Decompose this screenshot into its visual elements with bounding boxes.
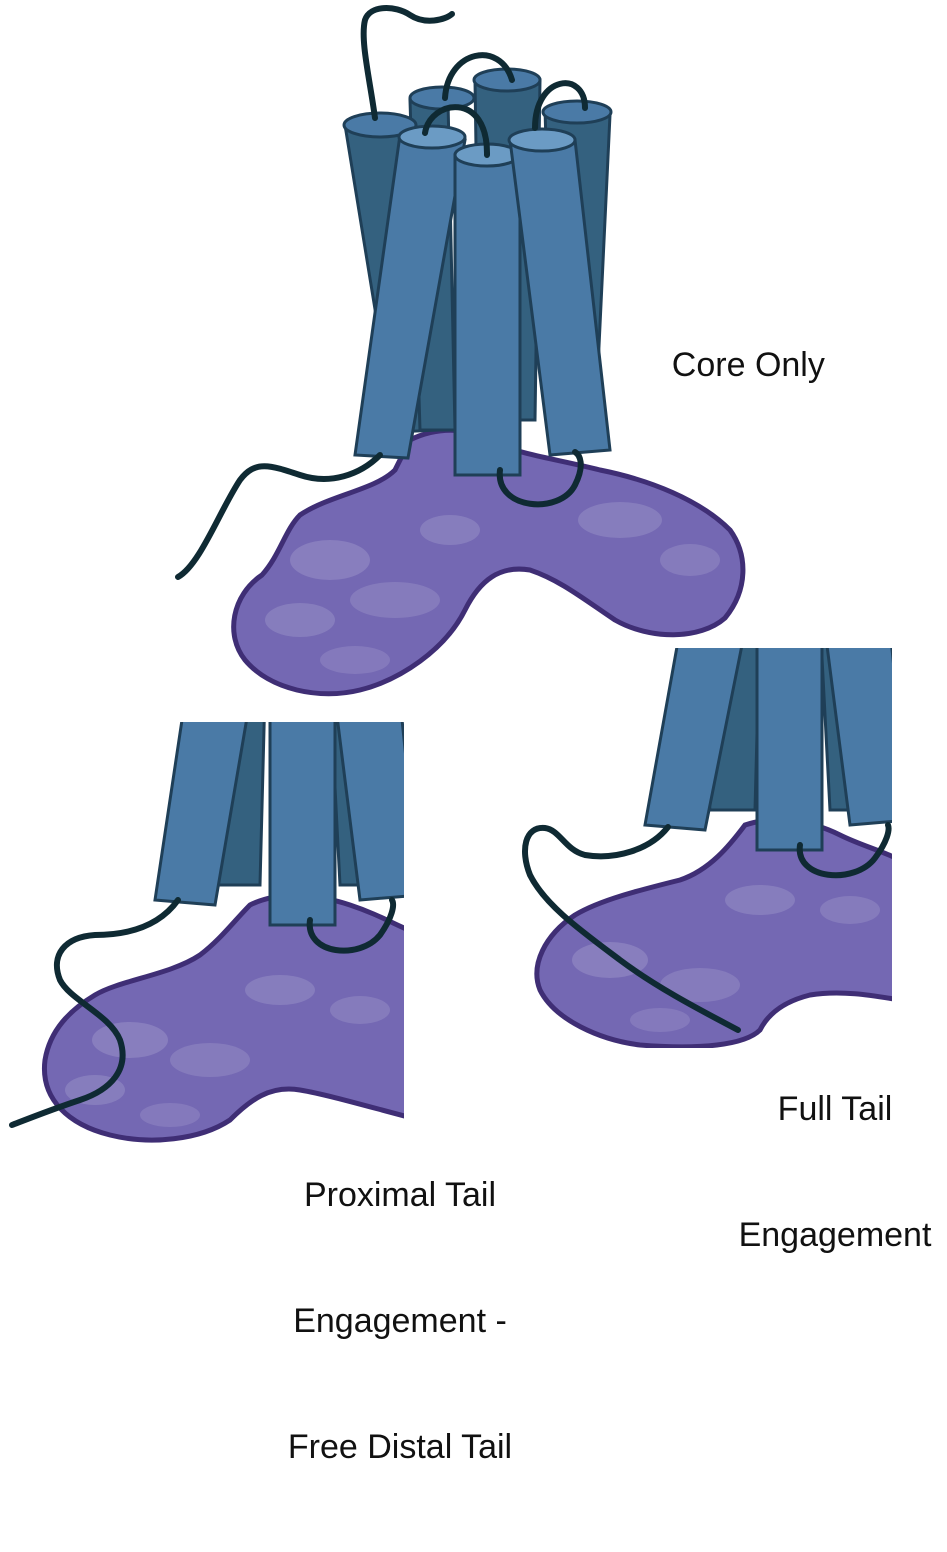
proximal-tail-label-line-2: Engagement -	[250, 1300, 550, 1342]
proximal-tail-label-line-3: Free Distal Tail	[250, 1426, 550, 1468]
full-tail-panel	[525, 620, 910, 1047]
front-helices	[155, 700, 420, 925]
diagram-canvas: Core Only Proximal Tail Engagement - Fre…	[0, 0, 947, 1209]
full-tail-label-line-1: Full Tail	[720, 1088, 947, 1130]
proximal-tail-label-line-1: Proximal Tail	[250, 1174, 550, 1216]
proximal-tail-label: Proximal Tail Engagement - Free Distal T…	[250, 1090, 550, 1552]
full-tail-label-line-2: Engagement	[720, 1214, 947, 1256]
proximal-tail-panel	[12, 690, 420, 1140]
core-only-label-text: Core Only	[672, 346, 825, 384]
full-tail-label: Full Tail Engagement	[720, 1004, 947, 1340]
core-only-label: Core Only	[634, 302, 825, 428]
front-helices	[645, 630, 910, 850]
front-helices	[355, 126, 610, 475]
